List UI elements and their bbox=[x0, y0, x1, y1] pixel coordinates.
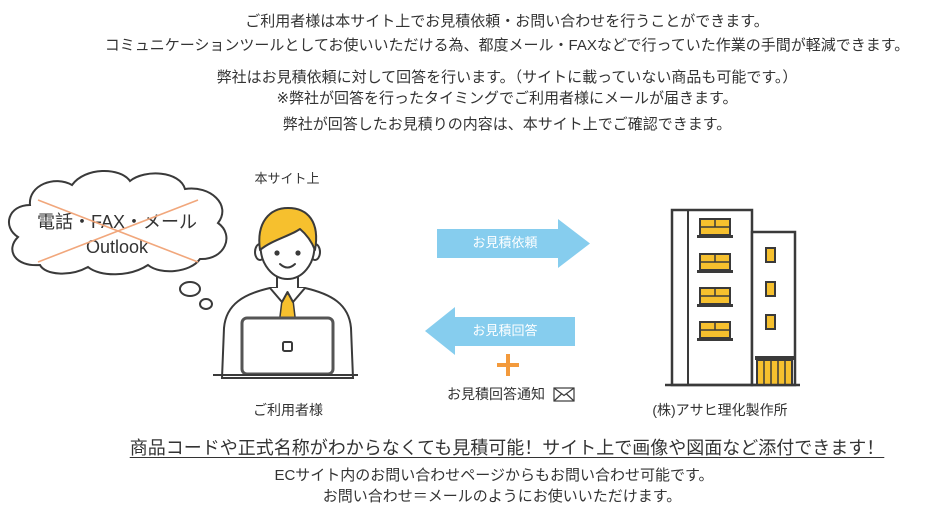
reply-arrow-label: お見積回答 bbox=[472, 323, 538, 338]
cross-out-mark bbox=[37, 199, 199, 263]
thought-cloud-icon bbox=[7, 169, 228, 310]
envelope-icon bbox=[553, 387, 575, 402]
footer-line-2: お問い合わせ＝メールのようにお使いいただけます。 bbox=[322, 488, 682, 505]
flow-arrows bbox=[425, 219, 590, 355]
footer-headline: 商品コードや正式名称がわからなくても見積可能！サイト上で画像や図面など添付できま… bbox=[77, 437, 937, 459]
office-building-icon bbox=[665, 208, 800, 387]
intro-line-4: ※弊社が回答を行ったタイミングでご利用者様にメールが届きます。 bbox=[276, 90, 738, 107]
notification-label: お見積回答通知 bbox=[447, 386, 545, 402]
footer-line-1: ECサイト内のお問い合わせページからもお問い合わせ可能です。 bbox=[274, 467, 714, 484]
arrow-left-icon bbox=[425, 307, 575, 355]
building-windows-right bbox=[765, 247, 776, 330]
company-label: (株)アサヒ理化製作所 bbox=[652, 402, 788, 418]
intro-line-5: 弊社が回答したお見積りの内容は、本サイト上でご確認できます。 bbox=[282, 116, 732, 133]
intro-line-3: 弊社はお見積依頼に対して回答を行います。（サイトに載っていない商品も可能です。） bbox=[216, 69, 798, 86]
intro-line-2: コミュニケーションツールとしてお使いいただける為、都度メール・FAXなどで行って… bbox=[104, 37, 910, 54]
user-label: ご利用者様 bbox=[253, 402, 323, 418]
arrow-right-icon bbox=[437, 219, 590, 268]
old-tool-outlook: Outlook bbox=[85, 237, 149, 257]
office-worker-laptop-icon bbox=[213, 207, 358, 379]
footer-headline-text: 商品コードや正式名称がわからなくても見積可能！サイト上で画像や図面など添付できま… bbox=[129, 438, 885, 458]
building-windows-left bbox=[697, 218, 733, 341]
request-arrow-label: お見積依頼 bbox=[472, 235, 538, 250]
old-tool-phone-fax-mail: 電話・FAX・メール bbox=[36, 212, 197, 232]
site-label: 本サイト上 bbox=[254, 171, 320, 186]
plus-icon bbox=[497, 354, 519, 376]
intro-line-1: ご利用者様は本サイト上でお見積依頼・お問い合わせを行うことができます。 bbox=[245, 13, 769, 30]
building-entrance bbox=[755, 356, 794, 386]
